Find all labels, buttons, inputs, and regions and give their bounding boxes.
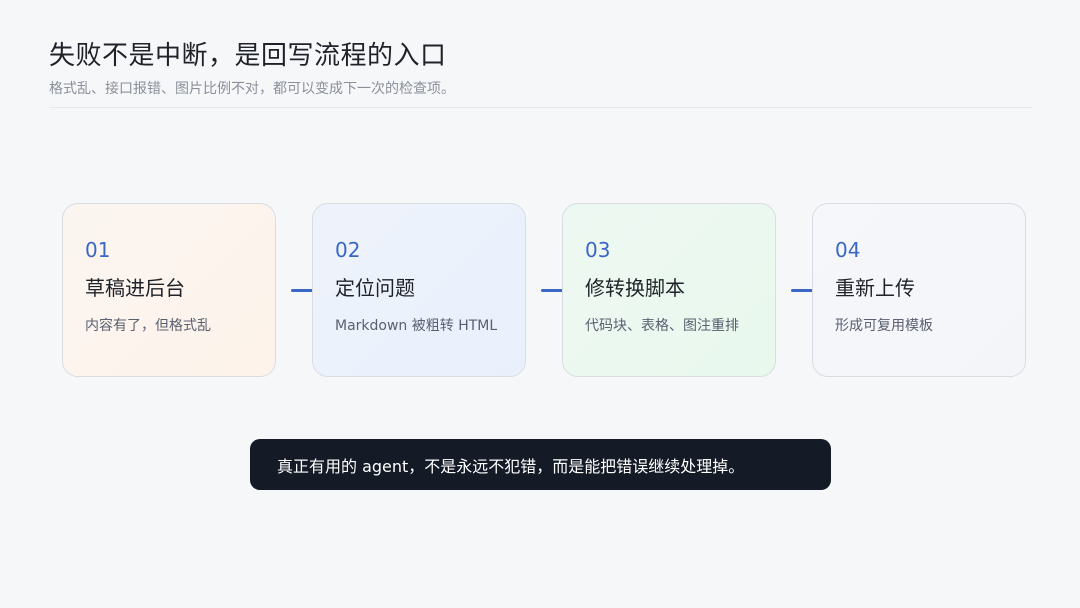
header-divider <box>49 107 1032 108</box>
step-number: 01 <box>85 238 111 262</box>
step-connector <box>541 289 563 292</box>
step-title: 草稿进后台 <box>85 276 185 300</box>
step-description: Markdown 被粗转 HTML <box>335 318 498 334</box>
process-steps: 01 草稿进后台 内容有了，但格式乱 02 定位问题 Markdown 被粗转 … <box>62 203 1028 379</box>
step-title: 修转换脚本 <box>585 276 685 300</box>
step-number: 03 <box>585 238 611 262</box>
step-title: 重新上传 <box>835 276 915 300</box>
step-number: 02 <box>335 238 361 262</box>
page-title: 失败不是中断，是回写流程的入口 <box>49 41 447 71</box>
step-card-4: 04 重新上传 形成可复用模板 <box>812 203 1026 377</box>
page-subtitle: 格式乱、接口报错、图片比例不对，都可以变成下一次的检查项。 <box>49 81 455 97</box>
step-card-2: 02 定位问题 Markdown 被粗转 HTML <box>312 203 526 377</box>
header: 失败不是中断，是回写流程的入口 格式乱、接口报错、图片比例不对，都可以变成下一次… <box>49 38 1032 98</box>
banner-text: 真正有用的 agent，不是永远不犯错，而是能把错误继续处理掉。 <box>277 456 745 476</box>
step-connector <box>291 289 313 292</box>
step-title: 定位问题 <box>335 276 415 300</box>
step-number: 04 <box>835 238 861 262</box>
step-connector <box>791 289 813 292</box>
step-description: 内容有了，但格式乱 <box>85 318 211 334</box>
step-description: 代码块、表格、图注重排 <box>585 318 739 334</box>
step-card-3: 03 修转换脚本 代码块、表格、图注重排 <box>562 203 776 377</box>
step-description: 形成可复用模板 <box>835 318 933 334</box>
step-card-1: 01 草稿进后台 内容有了，但格式乱 <box>62 203 276 377</box>
quote-banner: 真正有用的 agent，不是永远不犯错，而是能把错误继续处理掉。 <box>250 439 831 490</box>
